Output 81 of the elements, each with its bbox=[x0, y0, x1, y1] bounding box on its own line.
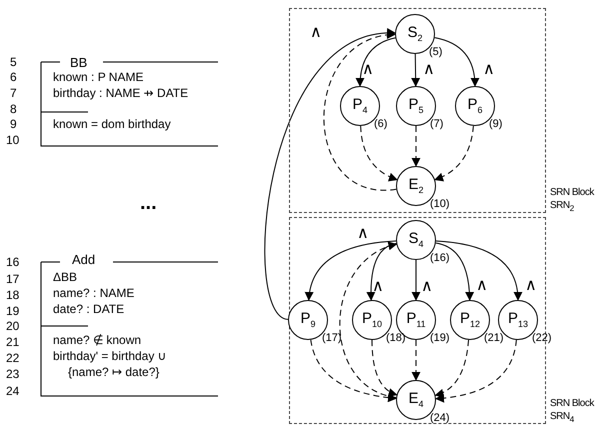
line-number: 9 bbox=[10, 118, 17, 132]
line-number-ref: (5) bbox=[429, 47, 442, 58]
state-name: S$_{2}$ bbox=[407, 25, 423, 43]
state-name: P$_{6}$ bbox=[467, 97, 483, 115]
conjunction-symbol: ∧ bbox=[310, 24, 322, 42]
line-number: 18 bbox=[6, 289, 20, 302]
conjunction-symbol: ∧ bbox=[525, 277, 537, 295]
schema-line: name? ∉ known bbox=[53, 334, 142, 348]
arrow bbox=[356, 37, 396, 87]
arrow bbox=[412, 260, 420, 301]
arrow bbox=[372, 340, 398, 396]
dashed-block-frame bbox=[289, 8, 546, 213]
schema-line: known = dom birthday bbox=[53, 118, 171, 132]
line-number: 10 bbox=[6, 134, 20, 148]
arrow bbox=[323, 31, 397, 190]
state-name: E$_{4}$ bbox=[408, 391, 424, 409]
line-number-ref: (22) bbox=[532, 333, 552, 344]
arrow bbox=[412, 126, 420, 167]
state-name: P$_{11}$ bbox=[406, 311, 426, 329]
line-number: 23 bbox=[6, 368, 20, 382]
state-name: S$_{4}$ bbox=[408, 231, 424, 249]
line-number: 17 bbox=[6, 273, 20, 286]
line-number: 22 bbox=[6, 352, 20, 366]
arrow bbox=[360, 126, 398, 181]
arrow bbox=[339, 242, 398, 398]
conjunction-symbol: ∧ bbox=[423, 61, 435, 79]
line-number-ref: (24) bbox=[430, 413, 450, 424]
line-number: 5 bbox=[10, 56, 17, 70]
schema-line: birthday' = birthday ∪ bbox=[53, 350, 167, 364]
state-name: P$_{9}$ bbox=[300, 311, 316, 329]
conjunction-symbol: ∧ bbox=[357, 225, 369, 243]
line-number: 19 bbox=[6, 305, 20, 318]
arrow bbox=[435, 339, 517, 402]
arrow bbox=[435, 240, 522, 301]
conjunction-symbol: ∧ bbox=[483, 61, 495, 79]
arrow bbox=[434, 125, 474, 181]
schema-line: name? : NAME bbox=[53, 287, 134, 300]
line-number: 7 bbox=[10, 87, 17, 100]
arrow bbox=[411, 54, 420, 87]
state-name: P$_{5}$ bbox=[408, 97, 424, 115]
line-number: 21 bbox=[6, 336, 20, 350]
arrow bbox=[310, 339, 397, 402]
conjunction-symbol: ∧ bbox=[476, 277, 488, 295]
line-number-ref: (10) bbox=[430, 199, 450, 210]
schema-line: date? : DATE bbox=[53, 303, 124, 316]
schema-line: birthday : NAME ⇸ DATE bbox=[53, 87, 188, 100]
state-name: P$_{4}$ bbox=[352, 97, 368, 115]
line-number-ref: (18) bbox=[386, 333, 406, 344]
arrow bbox=[264, 30, 396, 320]
block-label: SRN Block SRN$_{4}$ bbox=[550, 398, 596, 424]
arrow bbox=[412, 340, 420, 381]
schema-line: {name? ↦ date?} bbox=[68, 366, 160, 380]
line-number: 6 bbox=[10, 71, 17, 84]
line-number-ref: (6) bbox=[374, 119, 388, 130]
line-number-ref: (21) bbox=[484, 333, 504, 344]
state-name: P$_{13}$ bbox=[508, 311, 528, 329]
state-name: P$_{10}$ bbox=[362, 311, 382, 329]
line-number-ref: (9) bbox=[489, 119, 502, 130]
line-number: 16 bbox=[6, 256, 20, 270]
conjunction-symbol: ∧ bbox=[421, 278, 433, 296]
state-name: P$_{12}$ bbox=[460, 311, 480, 329]
conjunction-symbol: ∧ bbox=[362, 61, 374, 79]
schema-name: Add bbox=[72, 253, 96, 268]
schema-line: known : P NAME bbox=[53, 71, 144, 84]
state-name: E$_{2}$ bbox=[408, 177, 424, 195]
ellipsis: ... bbox=[140, 192, 157, 214]
line-number: 8 bbox=[10, 103, 17, 116]
line-number: 24 bbox=[6, 385, 20, 398]
line-number-ref: (16) bbox=[430, 253, 450, 264]
block-label: SRN Block SRN$_{2}$ bbox=[550, 187, 596, 213]
arrow bbox=[305, 240, 397, 301]
arrow bbox=[434, 339, 470, 398]
arrow bbox=[435, 242, 474, 301]
line-number: 20 bbox=[6, 320, 20, 334]
schema-line: ΔBB bbox=[53, 271, 78, 284]
line-number-ref: (17) bbox=[322, 333, 342, 344]
conjunction-symbol: ∧ bbox=[372, 278, 384, 296]
arrow bbox=[366, 242, 397, 301]
line-number-ref: (19) bbox=[430, 333, 450, 344]
line-number-ref: (7) bbox=[430, 119, 444, 130]
arrow bbox=[434, 37, 480, 87]
